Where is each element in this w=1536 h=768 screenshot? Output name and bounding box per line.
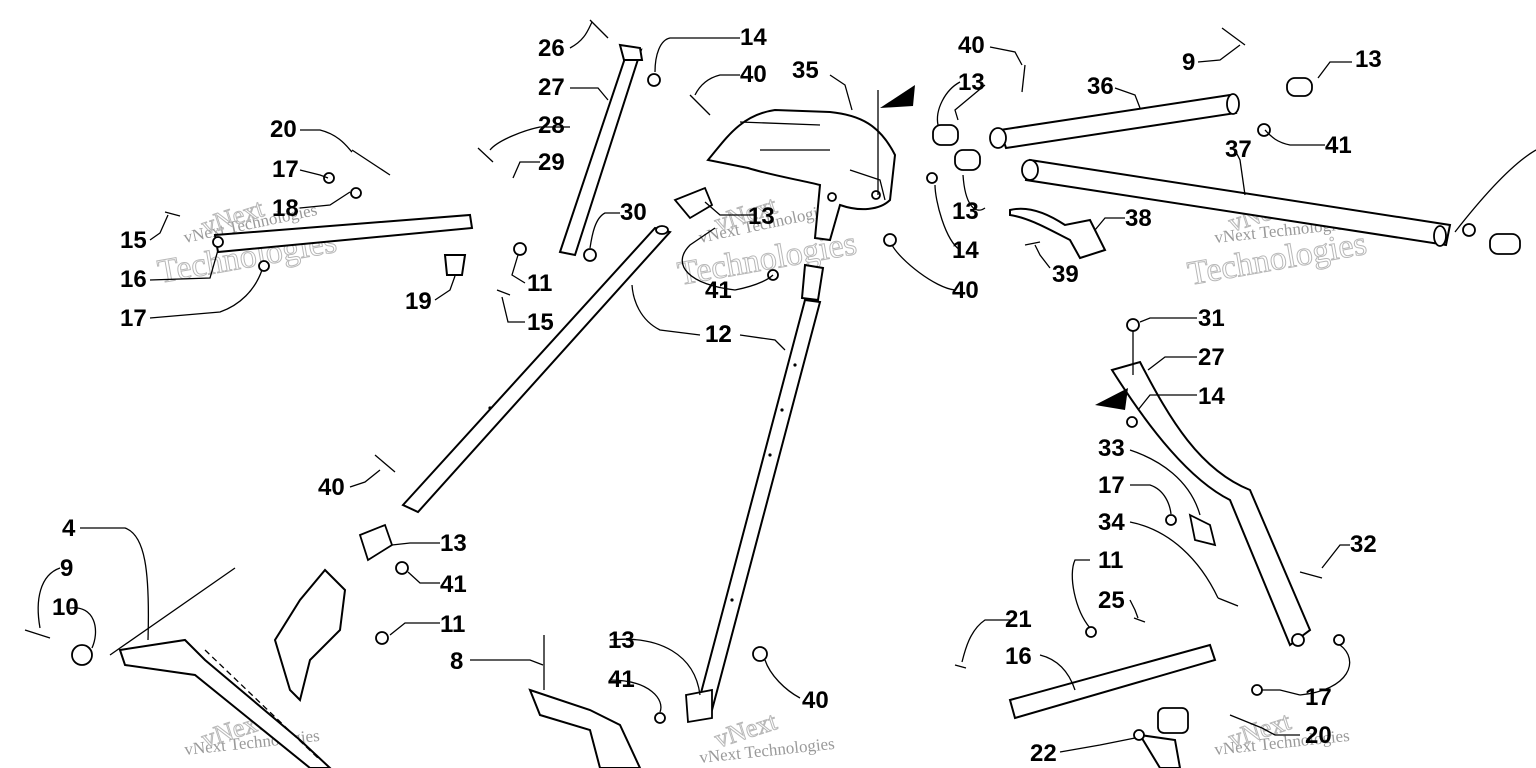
- callout-17: 17: [272, 156, 299, 183]
- callout-11: 11: [440, 611, 465, 638]
- callout-34: 34: [1098, 509, 1125, 536]
- callout-13: 13: [1355, 46, 1382, 73]
- mount-bracket-part: [273, 568, 347, 702]
- tube-cap: [932, 124, 959, 146]
- callout-39: 39: [1052, 261, 1079, 288]
- tube-cap: [954, 149, 981, 171]
- callout-17: 17: [1305, 684, 1332, 711]
- housing-detail: [739, 121, 886, 201]
- clip-part-19: [443, 254, 467, 276]
- callout-12: 12: [705, 321, 732, 348]
- callout-32: 32: [1350, 531, 1377, 558]
- callout-27: 27: [538, 74, 565, 101]
- bracket-part-bottom: [1138, 733, 1182, 768]
- callout-22: 22: [1030, 740, 1057, 767]
- tube-end: [655, 225, 669, 235]
- callout-41: 41: [705, 277, 732, 304]
- callout-8: 8: [450, 648, 463, 675]
- callout-11: 11: [527, 270, 552, 297]
- callout-36: 36: [1087, 73, 1114, 100]
- callout-40: 40: [958, 32, 985, 59]
- callout-40: 40: [740, 61, 767, 88]
- callout-13: 13: [608, 627, 635, 654]
- post-top: [800, 263, 825, 302]
- callout-15: 15: [120, 227, 147, 254]
- leader-line: [109, 567, 236, 656]
- callout-38: 38: [1125, 205, 1152, 232]
- watermark-group: vNext Technologies vNext Technologies vN…: [154, 190, 1369, 767]
- callout-40: 40: [318, 474, 345, 501]
- callout-18: 18: [272, 195, 299, 222]
- bracket-part: [1009, 207, 1107, 260]
- arrow-marker: [1095, 388, 1128, 410]
- clip-part-33: [1188, 513, 1217, 547]
- callout-12: 12: [705, 321, 732, 348]
- tube-end: [1021, 159, 1039, 181]
- bar-part-16-right: [1008, 643, 1217, 720]
- callout-16: 16: [1005, 643, 1032, 670]
- callout-27: 27: [1198, 344, 1225, 371]
- connector-part: [1157, 707, 1189, 734]
- housing-hole: [827, 192, 837, 202]
- callout-28: 28: [538, 112, 565, 139]
- callout-10: 10: [52, 594, 79, 621]
- callout-17: 17: [1098, 472, 1125, 499]
- strap-part-27-right: [1110, 360, 1312, 647]
- callout-9: 9: [1182, 49, 1195, 76]
- callout-31: 31: [1198, 305, 1225, 332]
- tube-cap: [1286, 77, 1313, 97]
- callout-4: 4: [62, 515, 76, 542]
- clamp-part: [685, 688, 713, 724]
- arrow-marker: [880, 85, 915, 108]
- callout-41: 41: [440, 571, 467, 598]
- tube-cap: [1489, 233, 1521, 255]
- callout-14: 14: [952, 237, 979, 264]
- callout-16: 16: [120, 266, 147, 293]
- housing-part: [706, 108, 897, 242]
- callout-26: 26: [538, 35, 565, 62]
- callout-11: 11: [1098, 547, 1123, 574]
- callout-33: 33: [1098, 435, 1125, 462]
- callout-13: 13: [748, 203, 775, 230]
- callout-19: 19: [405, 288, 432, 315]
- callout-13: 13: [952, 198, 979, 225]
- strap-bracket-part: [618, 43, 644, 61]
- callout-13: 13: [440, 530, 467, 557]
- callout-9: 9: [60, 555, 73, 582]
- callout-13: 13: [958, 69, 985, 96]
- callout-14: 14: [1198, 383, 1225, 410]
- callout-30: 30: [620, 199, 647, 226]
- callout-25: 25: [1098, 587, 1125, 614]
- dashed-line: [204, 649, 321, 761]
- callout-21: 21: [1005, 606, 1032, 633]
- callout-35: 35: [792, 57, 819, 84]
- plate-part-8: [528, 688, 642, 768]
- callout-41: 41: [608, 666, 635, 693]
- parts-artwork: [24, 19, 1536, 768]
- callout-labels: 26 14 40 27 28 29 30 35 13 40 9 13 36 41…: [52, 24, 1382, 767]
- callout-40: 40: [952, 277, 979, 304]
- leader-lines: [37, 21, 1352, 753]
- callout-17: 17: [120, 305, 147, 332]
- callout-41: 41: [1325, 132, 1352, 159]
- fastener-group: [24, 19, 1476, 741]
- bar-part-4: [118, 638, 332, 768]
- tube-end: [1226, 93, 1240, 115]
- clamp-part: [358, 523, 394, 562]
- callout-40: 40: [802, 687, 829, 714]
- partial-part: [1454, 149, 1536, 233]
- clamp-part: [673, 186, 714, 220]
- tube-end: [989, 127, 1007, 149]
- housing-hole: [871, 190, 881, 200]
- callout-37: 37: [1225, 136, 1252, 163]
- callout-20: 20: [270, 116, 297, 143]
- callout-15: 15: [527, 309, 554, 336]
- tube-part-36: [998, 93, 1238, 150]
- callout-29: 29: [538, 149, 565, 176]
- callout-20: 20: [1305, 722, 1332, 749]
- callout-14: 14: [740, 24, 767, 51]
- tube-end: [1433, 225, 1447, 247]
